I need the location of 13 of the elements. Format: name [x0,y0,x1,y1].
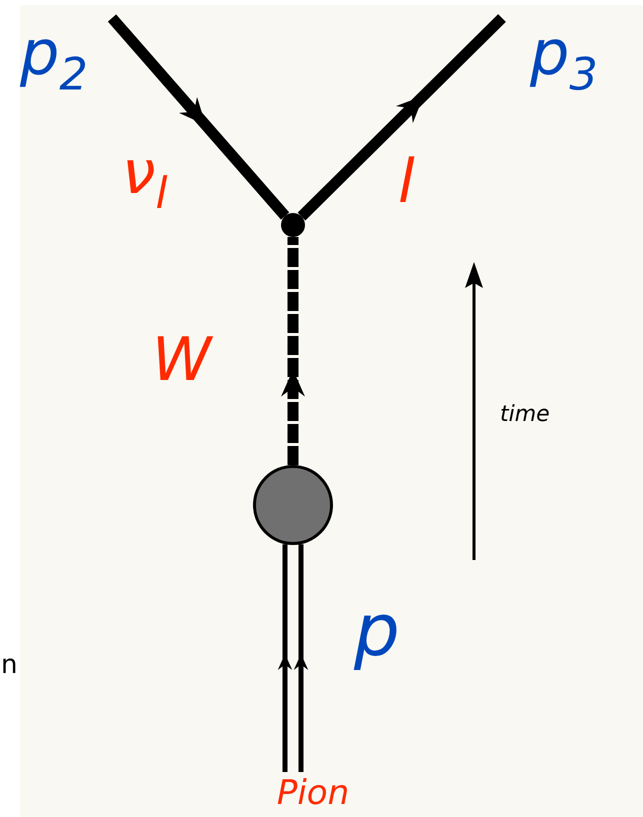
boson-line [281,237,305,465]
fermion-line [108,14,290,220]
momentum-label: p$_{3}$ [530,22,598,98]
particle-label: W [152,330,212,390]
fermion-line [298,14,506,220]
fermion-line [278,544,292,772]
cut-off-text: n [1,652,18,678]
particle-label: Pion [268,772,358,814]
particle-label: ν$_{l}$ [122,143,168,216]
fermion-line [294,544,308,772]
particle-label: l [398,152,415,212]
momentum-label: p$_{2}$ [20,22,88,98]
axis-label: time [500,404,550,426]
